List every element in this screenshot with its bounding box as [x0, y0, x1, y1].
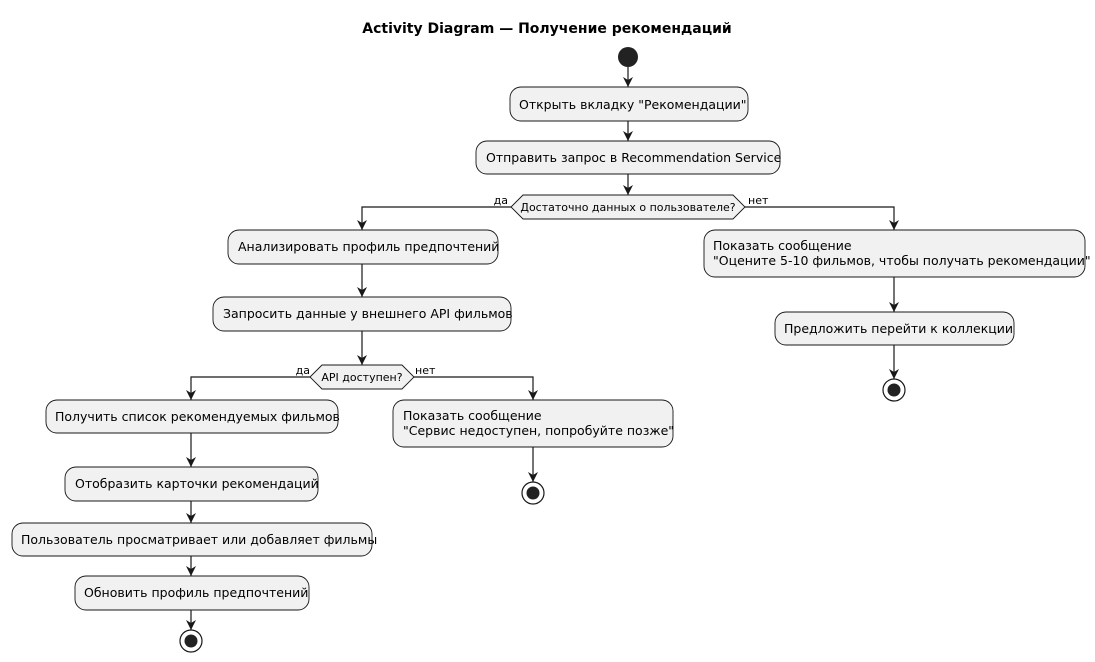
decision-enough-data: Достаточно данных о пользователе?	[510, 194, 746, 220]
activity-analyze-profile-label: Анализировать профиль предпочтений	[238, 239, 499, 254]
diagram-title: Activity Diagram — Получение рекомендаци…	[362, 21, 732, 37]
decision-api-available: API доступен?	[309, 364, 415, 390]
edge-decision1-yes	[357, 206, 511, 230]
end-node-no-data	[882, 378, 906, 402]
activity-update-profile-label: Обновить профиль предпочтений	[84, 585, 308, 600]
branch-label-yes-2: да	[296, 364, 310, 377]
branch-label-no-1: нет	[748, 194, 769, 207]
activity-offer-collection-label: Предложить перейти к коллекции	[784, 321, 1013, 336]
edge-decision2-yes	[186, 376, 310, 400]
activity-open-tab-label: Открыть вкладку "Рекомендации"	[519, 97, 747, 112]
activity-user-browses: Пользователь просматривает или добавляет…	[11, 522, 377, 557]
activity-get-list: Получить список рекомендуемых фильмов	[45, 399, 340, 434]
activity-get-list-label: Получить список рекомендуемых фильмов	[55, 409, 340, 424]
edge-decision1-no	[745, 206, 899, 230]
activity-user-browses-label: Пользователь просматривает или добавляет…	[21, 532, 377, 547]
activity-msg-rate-films-line2: "Оцените 5-10 фильмов, чтобы получать ре…	[713, 253, 1091, 268]
branch-label-yes-1: да	[494, 194, 508, 207]
start-node	[618, 47, 638, 67]
decision-enough-data-label: Достаточно данных о пользователе?	[520, 201, 735, 214]
branch-label-no-2: нет	[415, 364, 436, 377]
activity-offer-collection: Предложить перейти к коллекции	[774, 311, 1015, 346]
end-node-main	[179, 629, 203, 653]
activity-show-cards: Отобразить карточки рекомендаций	[64, 466, 319, 502]
end-node-unavailable	[521, 481, 545, 505]
activity-open-tab: Открыть вкладку "Рекомендации"	[509, 86, 749, 122]
decision-api-available-label: API доступен?	[321, 371, 402, 384]
activity-msg-rate-films-line1: Показать сообщение	[713, 238, 852, 253]
activity-msg-unavailable: Показать сообщение "Сервис недоступен, п…	[392, 399, 674, 448]
activity-msg-rate-films: Показать сообщение "Оцените 5-10 фильмов…	[703, 229, 1091, 278]
activity-request-api: Запросить данные у внешнего API фильмов	[212, 296, 513, 332]
activity-request-api-label: Запросить данные у внешнего API фильмов	[223, 306, 513, 321]
edge-decision2-no	[414, 376, 538, 400]
edges	[186, 67, 899, 630]
activity-show-cards-label: Отобразить карточки рекомендаций	[75, 476, 319, 491]
activity-update-profile: Обновить профиль предпочтений	[74, 575, 310, 611]
activity-msg-unavailable-line2: "Сервис недоступен, попробуйте позже"	[403, 423, 674, 438]
activity-msg-unavailable-line1: Показать сообщение	[403, 408, 542, 423]
activity-send-request: Отправить запрос в Recommendation Servic…	[475, 140, 782, 175]
activity-send-request-label: Отправить запрос в Recommendation Servic…	[486, 150, 782, 165]
activity-analyze-profile: Анализировать профиль предпочтений	[227, 229, 499, 265]
